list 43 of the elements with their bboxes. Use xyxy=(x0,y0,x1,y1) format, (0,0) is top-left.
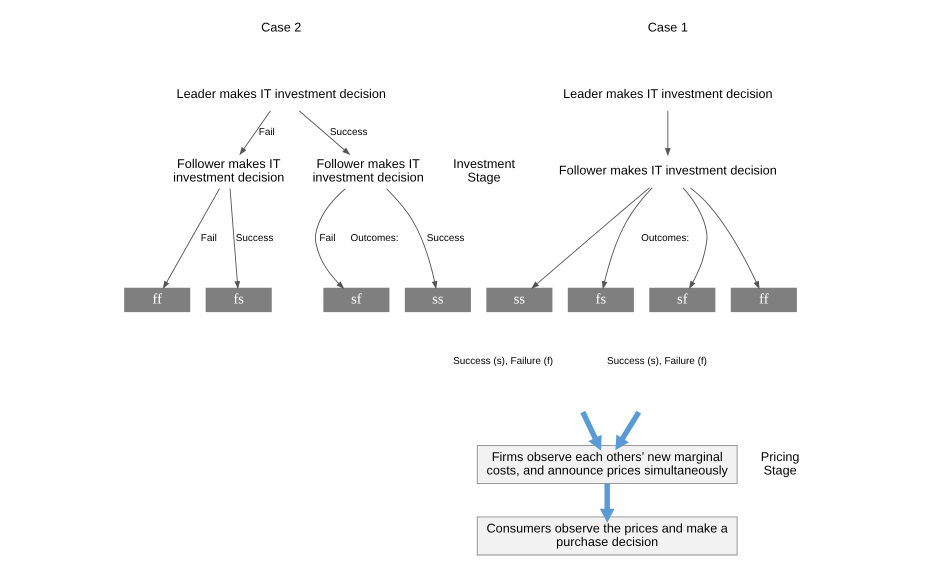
node-box: sf xyxy=(649,288,716,312)
arrow xyxy=(602,187,653,290)
node-text: Leader makes IT investment decision xyxy=(563,86,773,101)
node-box: sf xyxy=(323,288,390,312)
label: Success (s), Failure (f) xyxy=(453,356,554,368)
arrow xyxy=(531,187,650,289)
label: Outcomes: xyxy=(641,232,690,244)
arrow xyxy=(162,188,220,290)
node-box: Consumers observe the prices and make a purchase decision xyxy=(476,516,738,556)
node-box: ff xyxy=(124,288,190,312)
label: Investment Stage xyxy=(453,156,516,184)
label: Outcomes: xyxy=(350,232,399,244)
node-box: fs xyxy=(206,288,272,312)
node-text: Leader makes IT investment decision xyxy=(176,86,386,101)
label: Success (s), Failure (f) xyxy=(607,356,707,368)
edge-label: Success xyxy=(426,232,464,244)
arrow xyxy=(682,187,708,290)
arrow xyxy=(615,410,642,450)
arrow xyxy=(314,188,346,290)
label: Case 1 xyxy=(648,20,688,35)
node-box: Firms observe each others’ new marginal costs, and announce prices simultaneously xyxy=(476,444,738,484)
arrow xyxy=(690,187,760,290)
arrow xyxy=(230,188,240,290)
node-text: Follower makes IT investment decision xyxy=(312,156,424,184)
node-box: ss xyxy=(404,288,471,312)
label: Pricing Stage xyxy=(760,450,800,478)
arrow xyxy=(386,188,438,290)
edge-label: Success xyxy=(236,232,274,244)
node-text: Follower makes IT investment decision xyxy=(173,156,284,184)
arrow xyxy=(665,110,671,156)
arrow xyxy=(580,410,602,451)
node-box: fs xyxy=(568,288,634,312)
edge-label: Fail xyxy=(258,126,275,138)
edge-label: Fail xyxy=(200,232,217,244)
edge-label: Fail xyxy=(319,232,336,244)
arrow xyxy=(239,110,271,156)
arrow xyxy=(600,484,615,523)
arrow xyxy=(298,110,350,156)
node-box: ff xyxy=(730,288,797,312)
edge-label: Success xyxy=(330,126,368,138)
label: Case 2 xyxy=(261,20,302,35)
node-box: ss xyxy=(486,288,552,312)
node-text: Follower makes IT investment decision xyxy=(558,164,777,178)
